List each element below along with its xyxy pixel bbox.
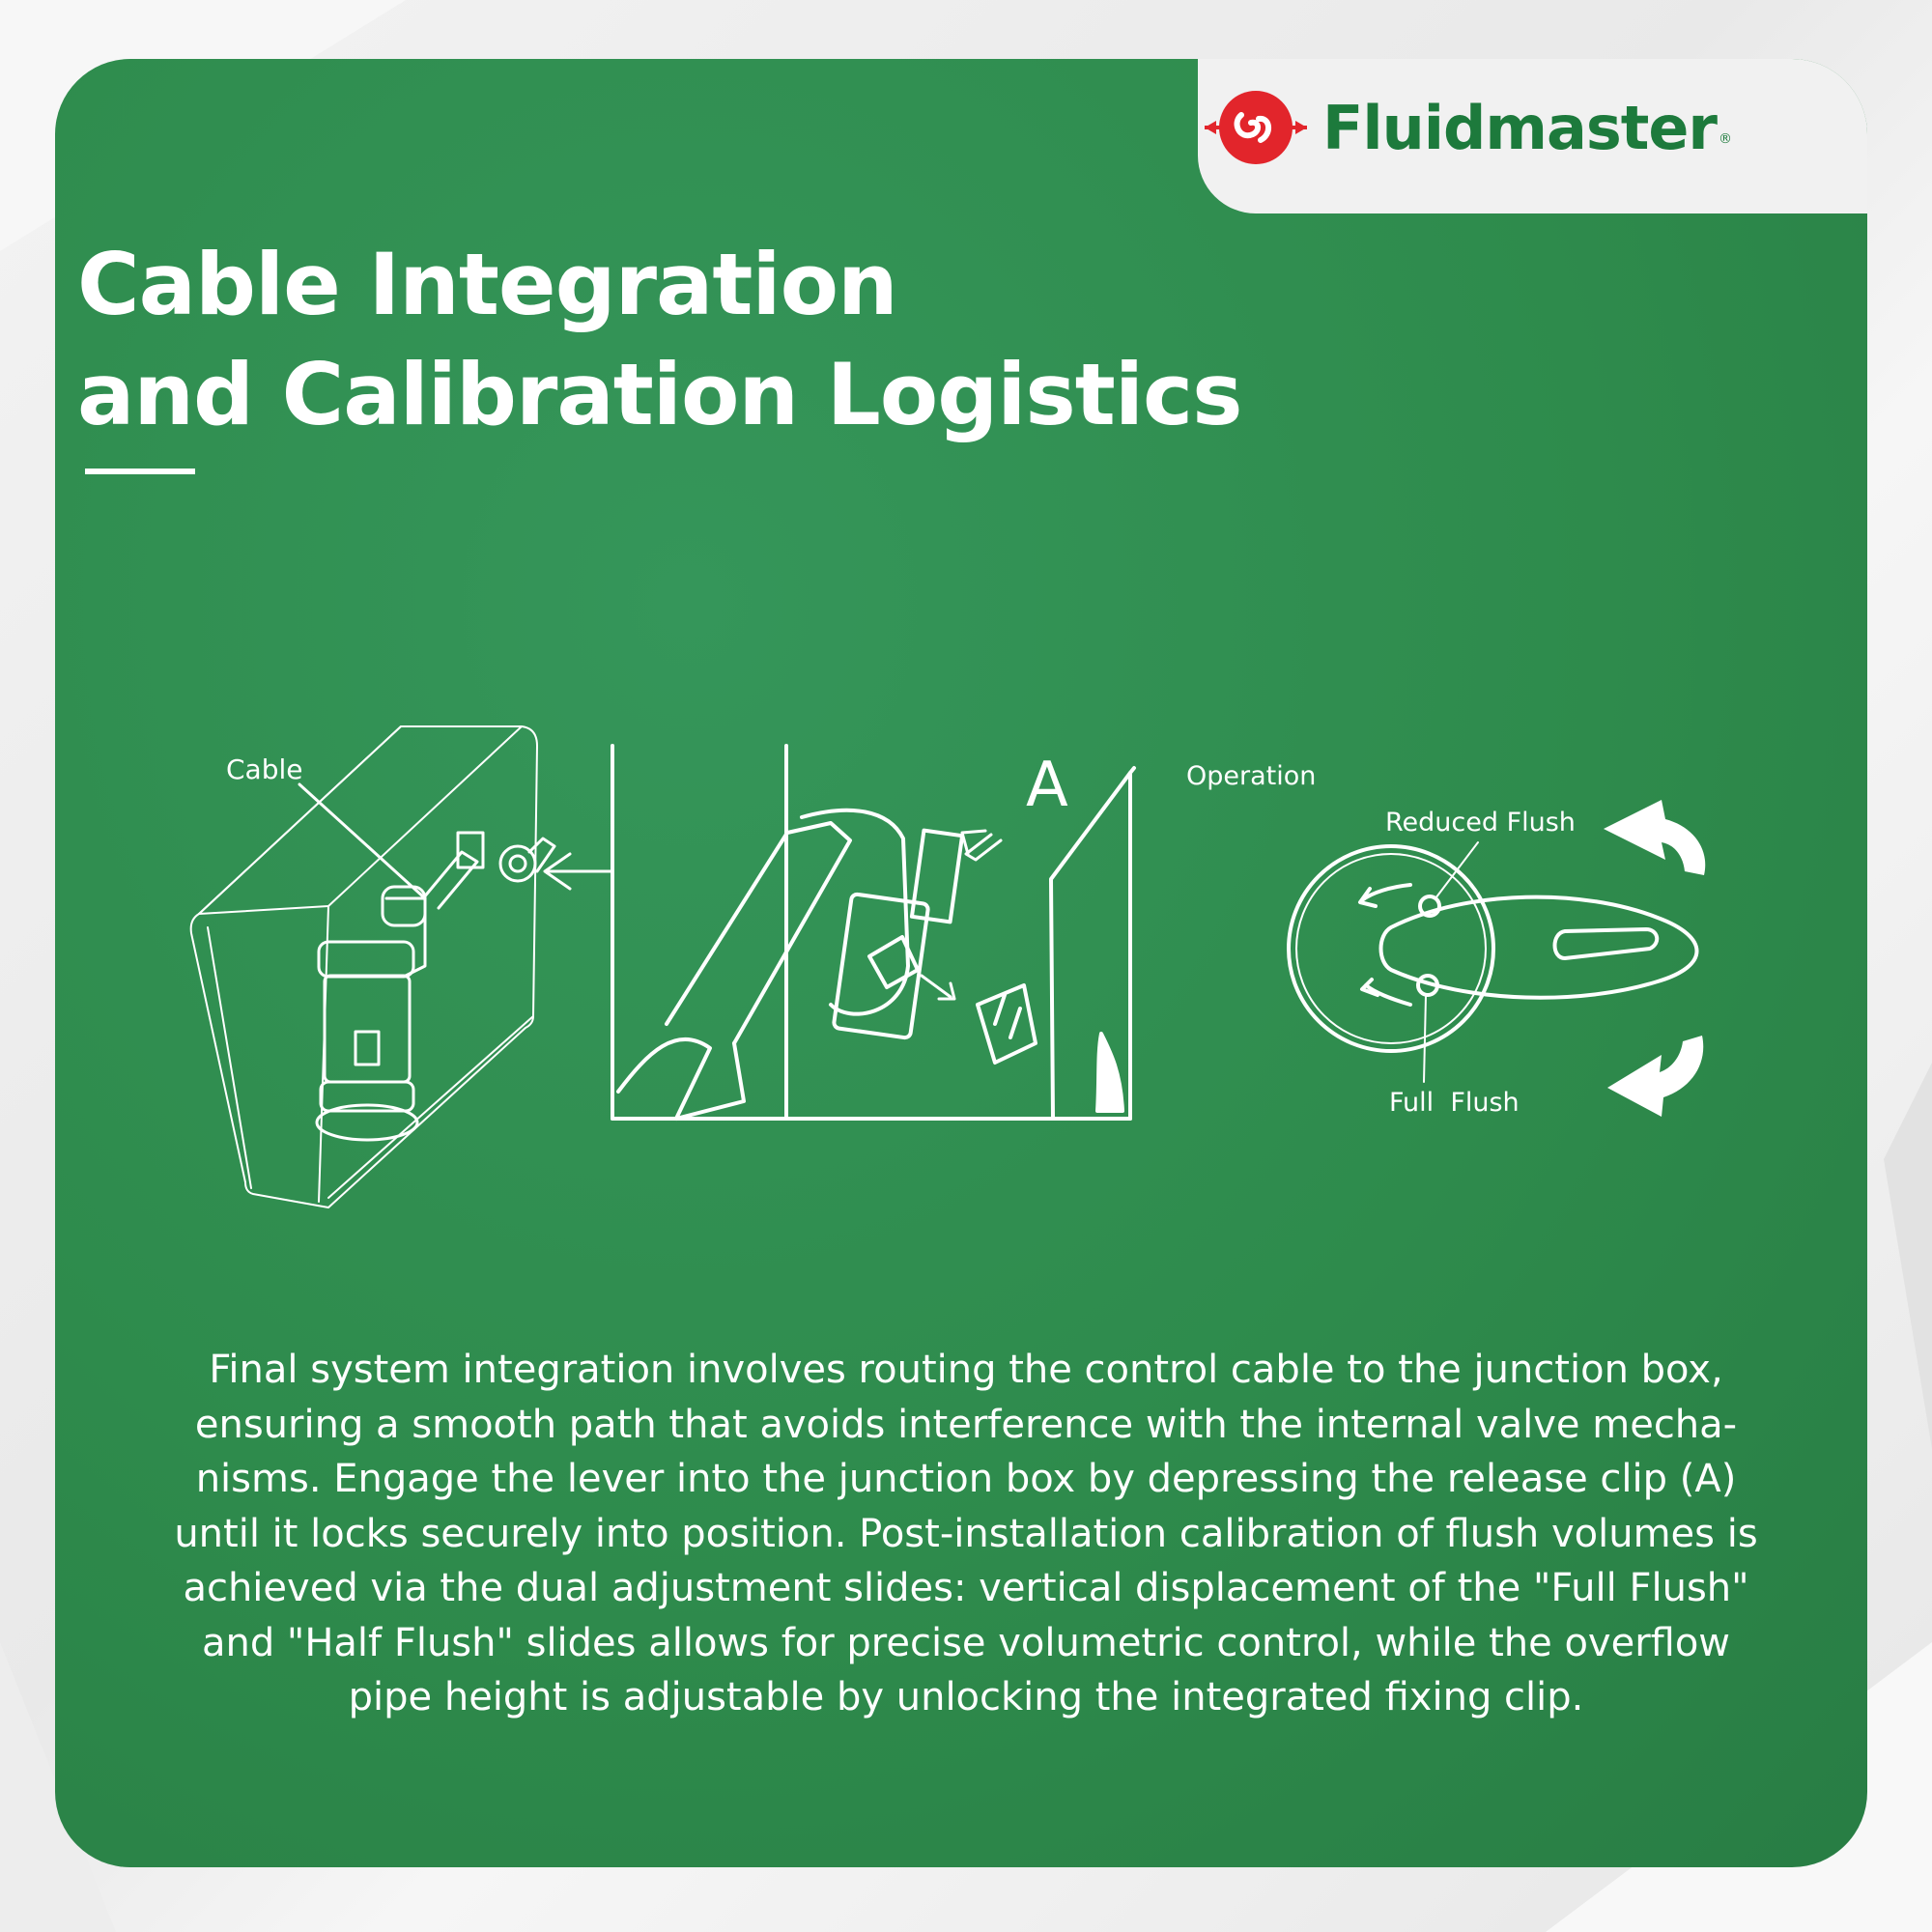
flush-lever-illustration: [1287, 841, 1699, 1083]
description-line: achieved via the dual adjustment slides:…: [183, 1566, 1749, 1610]
fluidmaster-logo-icon: [1205, 91, 1307, 164]
rotation-arrows: [1604, 800, 1706, 1117]
junction-box-illustration: [611, 744, 1136, 1121]
title-line-1: Cable Integration: [77, 235, 898, 334]
registered-mark: ®: [1718, 131, 1732, 147]
label-full-flush: Full Flush: [1389, 1088, 1520, 1118]
content-card: [55, 59, 1867, 1867]
description-line: Final system integration involves routin…: [209, 1348, 1723, 1392]
description-line: pipe height is adjustable by unlocking t…: [348, 1675, 1584, 1719]
cable-leader-line: [298, 782, 427, 900]
cistern-illustration: [189, 725, 538, 1208]
label-operation: Operation: [1186, 761, 1316, 791]
label-cable: Cable: [226, 753, 303, 785]
brand-logo: Fluidmaster ®: [1203, 79, 1732, 176]
brand-name: Fluidmaster: [1322, 92, 1718, 163]
clip-arrows: [920, 829, 1003, 1001]
flush-valve-illustration: [315, 831, 556, 1142]
description-line: ensuring a smooth path that avoids inter…: [194, 1402, 1738, 1447]
title-line-2: and Calibration Logistics: [77, 345, 1243, 444]
label-release-clip-a: A: [1026, 750, 1068, 821]
logo-tab: [1198, 59, 1867, 213]
description-line: nisms. Engage the lever into the junctio…: [195, 1457, 1737, 1501]
description-paragraph: Final system integration involves routin…: [68, 1343, 1864, 1725]
insert-arrow: [543, 852, 612, 891]
page-title: Cable Integration and Calibration Logist…: [77, 230, 1243, 450]
description-line: until it locks securely into position. P…: [174, 1511, 1758, 1556]
description-line: and "Half Flush" slides allows for preci…: [201, 1620, 1731, 1665]
title-underline: [85, 469, 195, 474]
label-reduced-flush: Reduced Flush: [1385, 808, 1576, 838]
